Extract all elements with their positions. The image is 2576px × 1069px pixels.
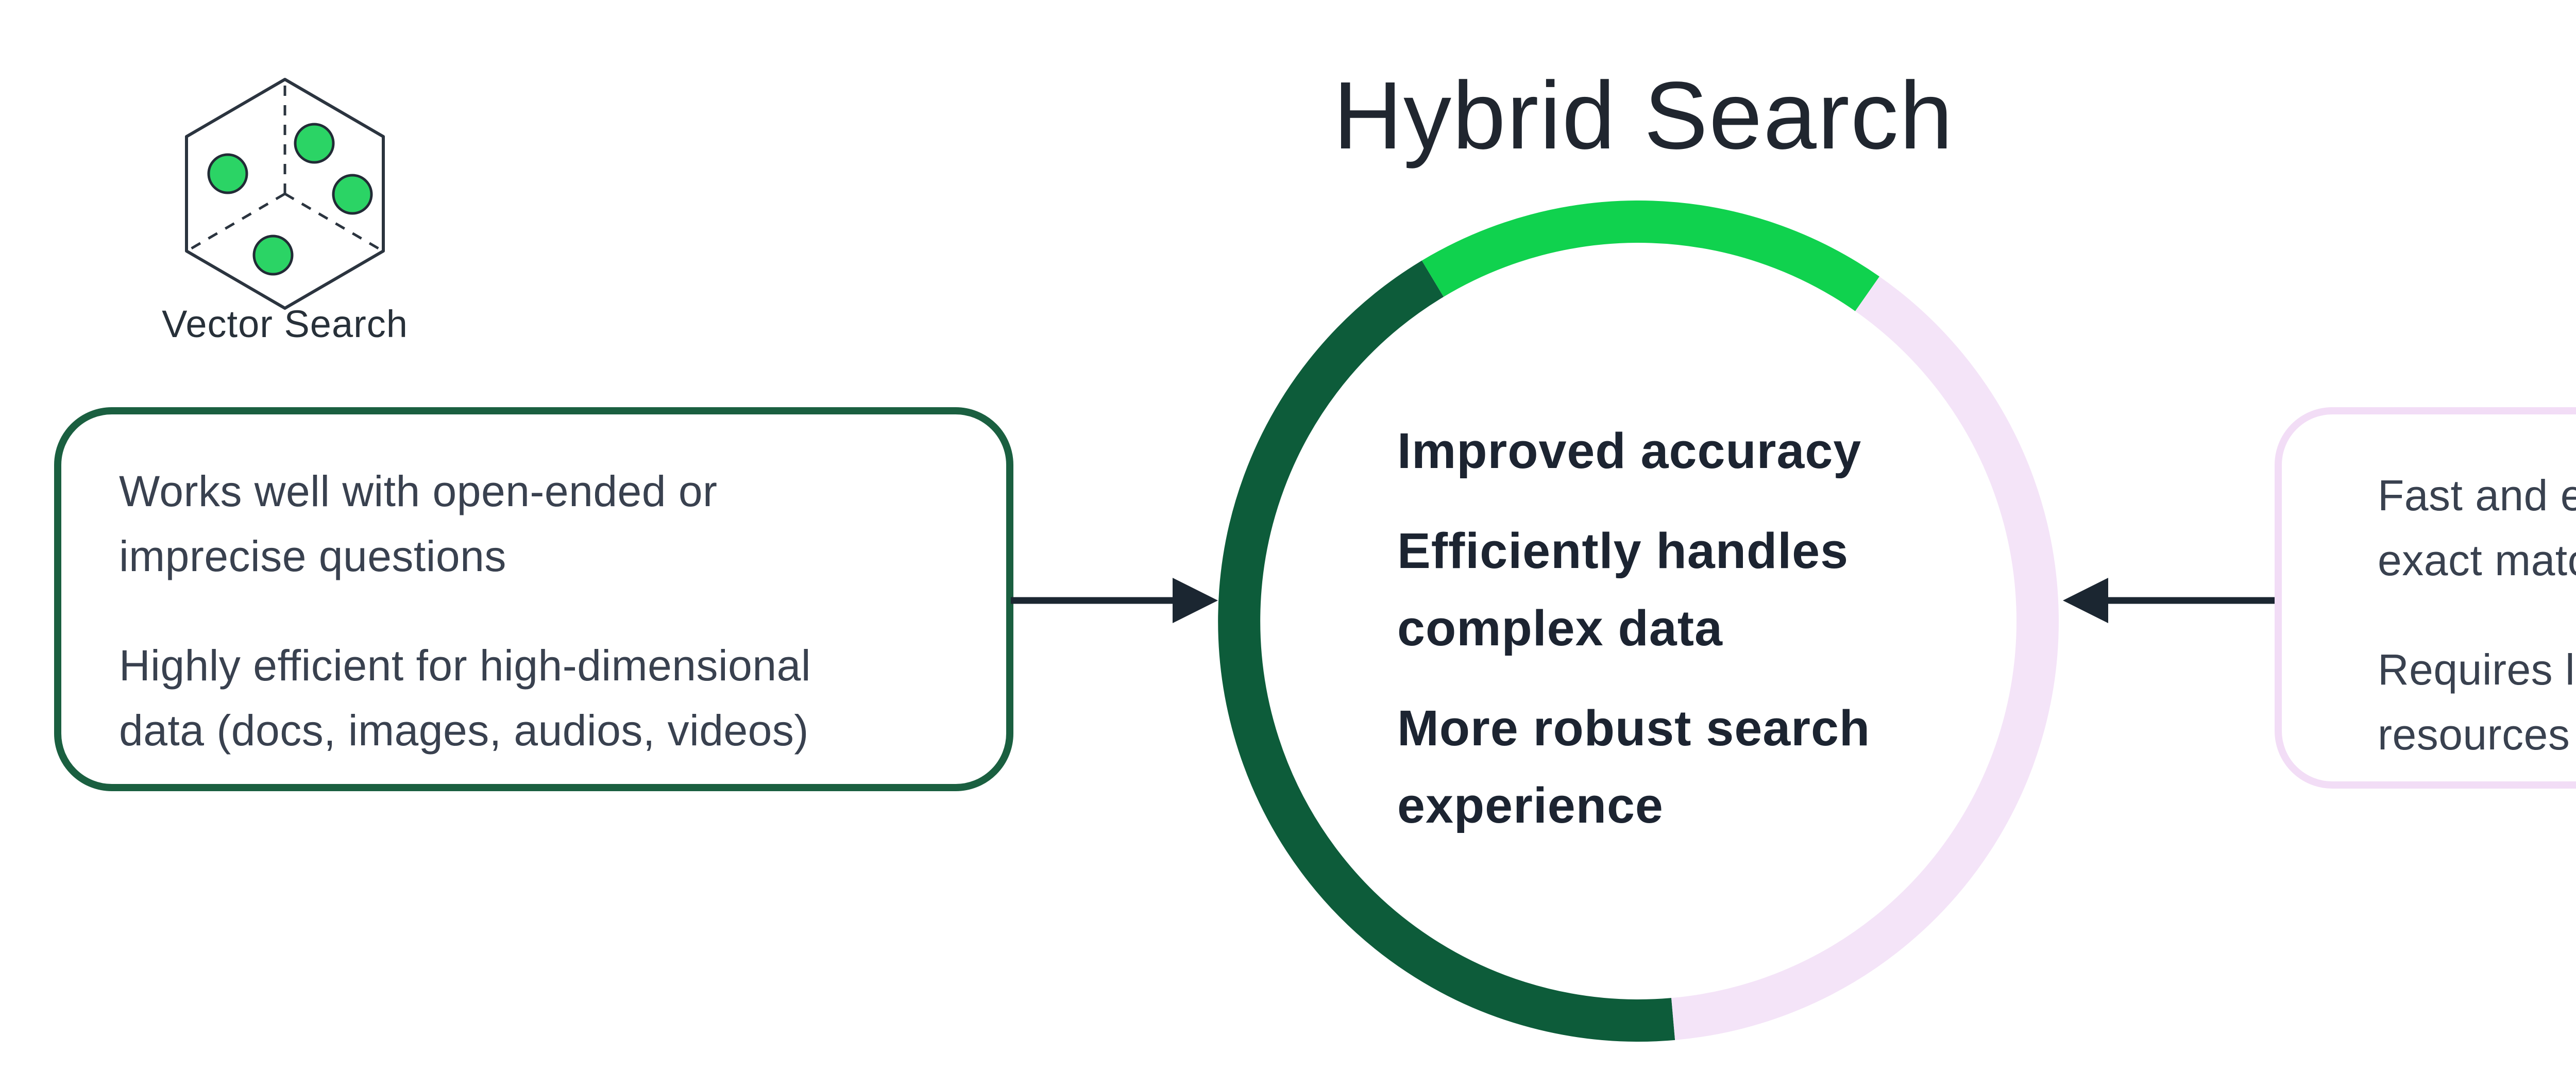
ring-segment-bright-green — [1421, 201, 1879, 311]
benefit-line: Improved accuracy — [1397, 423, 1862, 479]
text-search-card: Fast and efficient for finding exact mat… — [2275, 407, 2576, 789]
hybrid-ring — [1218, 201, 2059, 1042]
right-arrow — [2063, 578, 2278, 623]
vector-bullet-line: data (docs, images, audios, videos) — [119, 706, 809, 755]
benefit-line: More robust search — [1397, 700, 1871, 756]
page-title: Hybrid Search — [1333, 62, 1954, 169]
hybrid-benefits: Improved accuracy Efficiently handles co… — [1397, 412, 1870, 844]
benefit-line: complex data — [1397, 600, 1723, 656]
vector-point-dot — [252, 235, 294, 276]
ring-segment-lavender — [1671, 276, 2059, 1040]
vector-bullet-line: Works well with open-ended or — [119, 467, 718, 515]
text-bullet-line: exact matches — [2378, 536, 2576, 584]
text-bullet-line: Requires less computational — [2378, 645, 2576, 694]
vector-point-dot — [207, 153, 248, 194]
text-bullet-line: Fast and efficient for finding — [2378, 471, 2576, 520]
hexagon-vector-points-icon — [185, 78, 385, 310]
text-bullet-line: resources and costs — [2378, 710, 2576, 759]
vector-bullet-line: imprecise questions — [119, 532, 506, 580]
ring-segment-dark-green — [1218, 260, 1675, 1042]
benefit-line: experience — [1397, 777, 1664, 833]
vector-search-label: Vector Search — [162, 303, 408, 345]
left-arrow — [1011, 578, 1218, 623]
vector-point-dot — [294, 123, 335, 164]
benefit-line: Efficiently handles — [1397, 523, 1849, 579]
vector-point-dot — [332, 174, 373, 215]
vector-bullet-line: Highly efficient for high-dimensional — [119, 641, 811, 690]
vector-search-card: Works well with open-ended or imprecise … — [54, 407, 1013, 791]
